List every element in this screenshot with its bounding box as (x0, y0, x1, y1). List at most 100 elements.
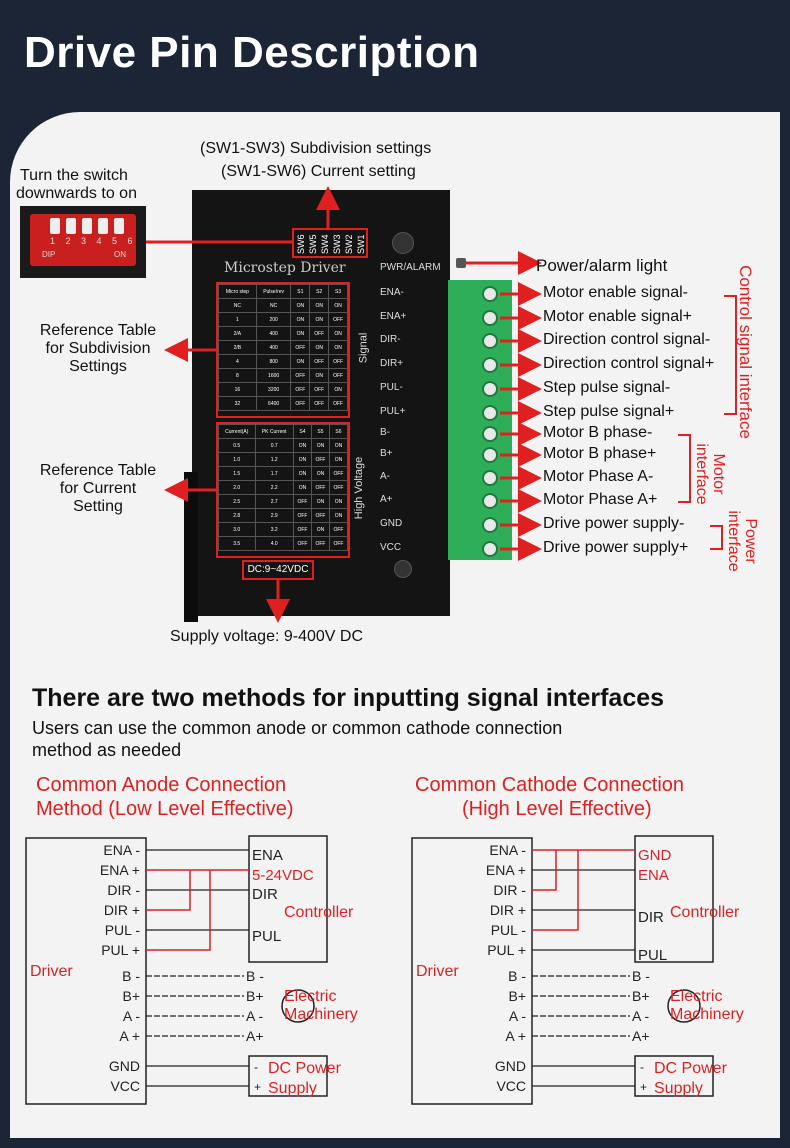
anode-title-1: Common Anode Connection (36, 774, 287, 796)
terminal-label: B+ (380, 448, 393, 459)
terminal-screw (482, 405, 498, 421)
anode-controller-pin: DIR (252, 886, 278, 903)
cathode-title-2: (High Level Effective) (462, 798, 652, 820)
anode-controller-pin: 5-24VDC (252, 867, 314, 884)
pin-label: Direction control signal+ (543, 355, 715, 372)
cathode-driver-pin: A + (505, 1028, 526, 1044)
subdivision-settings-label: (SW1-SW3) Subdivision settings (200, 140, 432, 157)
pin-label: Motor Phase A+ (543, 491, 658, 508)
terminal-label: B- (380, 427, 390, 438)
anode-power-minus: - (254, 1060, 258, 1074)
terminal-screw (482, 470, 498, 486)
cathode-driver-pin: GND (495, 1058, 526, 1074)
cathode-motor-pin: A+ (632, 1028, 650, 1044)
cathode-motor-circle (667, 989, 701, 1023)
subdivision-table-cell: OFF (328, 396, 348, 411)
anode-motor-pin: B - (246, 968, 264, 984)
cathode-driver-pin: B - (508, 968, 526, 984)
anode-supply-label: Supply (268, 1080, 317, 1097)
dip-label: DIP (42, 250, 56, 259)
terminal-screw (482, 493, 498, 509)
cathode-driver-box (411, 837, 533, 1105)
terminal-label: GND (380, 518, 403, 529)
cathode-driver-pin: ENA + (486, 862, 526, 878)
bottom-screw (394, 560, 412, 578)
terminal-label: A+ (380, 494, 393, 505)
pwr-alarm-text: PWR/ALARM (380, 262, 441, 273)
current-table-cell: OFF (328, 536, 349, 551)
cathode-driver-pin: B+ (508, 988, 526, 1004)
anode-controller-label: Controller (284, 904, 354, 921)
cathode-driver-pin: A - (509, 1008, 526, 1024)
anode-driver-pin: PUL - (105, 922, 141, 938)
pin-label: Step pulse signal- (543, 379, 671, 396)
terminal-label: ENA+ (380, 311, 407, 322)
anode-electric-label: Electric (284, 988, 336, 1005)
pwr-knob (392, 232, 414, 254)
cathode-machinery-label: Machinery (670, 1006, 744, 1023)
power-alarm-light-label: Power/alarm light (536, 256, 668, 275)
anode-driver-pin: B+ (122, 988, 140, 1004)
anode-driver-pin: DIR + (104, 902, 140, 918)
page-title: Drive Pin Description (24, 28, 480, 77)
anode-motor-circle (281, 989, 315, 1023)
anode-driver-pin: ENA + (100, 862, 140, 878)
current-table-cell: 4.0 (254, 536, 294, 551)
anode-power-plus: + (254, 1080, 261, 1094)
anode-controller-box (248, 835, 328, 963)
cathode-motor-pin: A - (632, 1008, 649, 1024)
anode-motor-pin: A+ (246, 1028, 264, 1044)
terminal-screw (482, 517, 498, 533)
anode-title-2: Method (Low Level Effective) (36, 798, 294, 820)
anode-motor-pin: A - (246, 1008, 263, 1024)
cathode-controller-pin: PUL (638, 947, 667, 964)
cathode-electric-label: Electric (670, 988, 722, 1005)
cathode-driver-pin: VCC (496, 1078, 526, 1094)
pin-label: Motor Phase A- (543, 468, 654, 485)
pin-label: Motor B phase- (543, 424, 653, 441)
pin-label: Drive power supply- (543, 515, 685, 532)
pin-label: Motor enable signal- (543, 284, 688, 301)
anode-machinery-label: Machinery (284, 1006, 358, 1023)
terminal-screw (482, 541, 498, 557)
supply-voltage-label: Supply voltage: 9-400V DC (170, 628, 363, 645)
cathode-driver-pin: PUL - (491, 922, 527, 938)
current-table-cell: OFF (328, 522, 349, 537)
switch-note-line1: Turn the switch (20, 167, 128, 184)
anode-controller-pin: PUL (252, 928, 281, 945)
top-annotation-lines (146, 186, 737, 623)
terminal-screw (482, 447, 498, 463)
cathode-controller-pin: DIR (638, 909, 664, 926)
terminal-label: DIR- (380, 334, 401, 345)
methods-sub-line1: Users can use the common anode or common… (32, 718, 563, 738)
cathode-motor-pin: B+ (632, 988, 650, 1004)
dip-switch-photo: 1 2 3 4 5 6 DIP ON (20, 206, 146, 278)
anode-driver-pin: ENA - (103, 842, 140, 858)
subdivision-table-cell: 32 (218, 396, 257, 411)
anode-driver-box (25, 837, 147, 1105)
terminal-screw (482, 426, 498, 442)
anode-common-wire (146, 869, 249, 951)
subdivision-table-cell: 16 (218, 382, 257, 397)
cathode-controller-pin: ENA (638, 867, 669, 884)
methods-heading: There are two methods for inputting sign… (32, 684, 665, 712)
cathode-controller-label: Controller (670, 904, 740, 921)
cathode-power-minus: - (640, 1060, 644, 1074)
cathode-motor-pin: B - (632, 968, 650, 984)
terminal-label: PUL- (380, 382, 403, 393)
